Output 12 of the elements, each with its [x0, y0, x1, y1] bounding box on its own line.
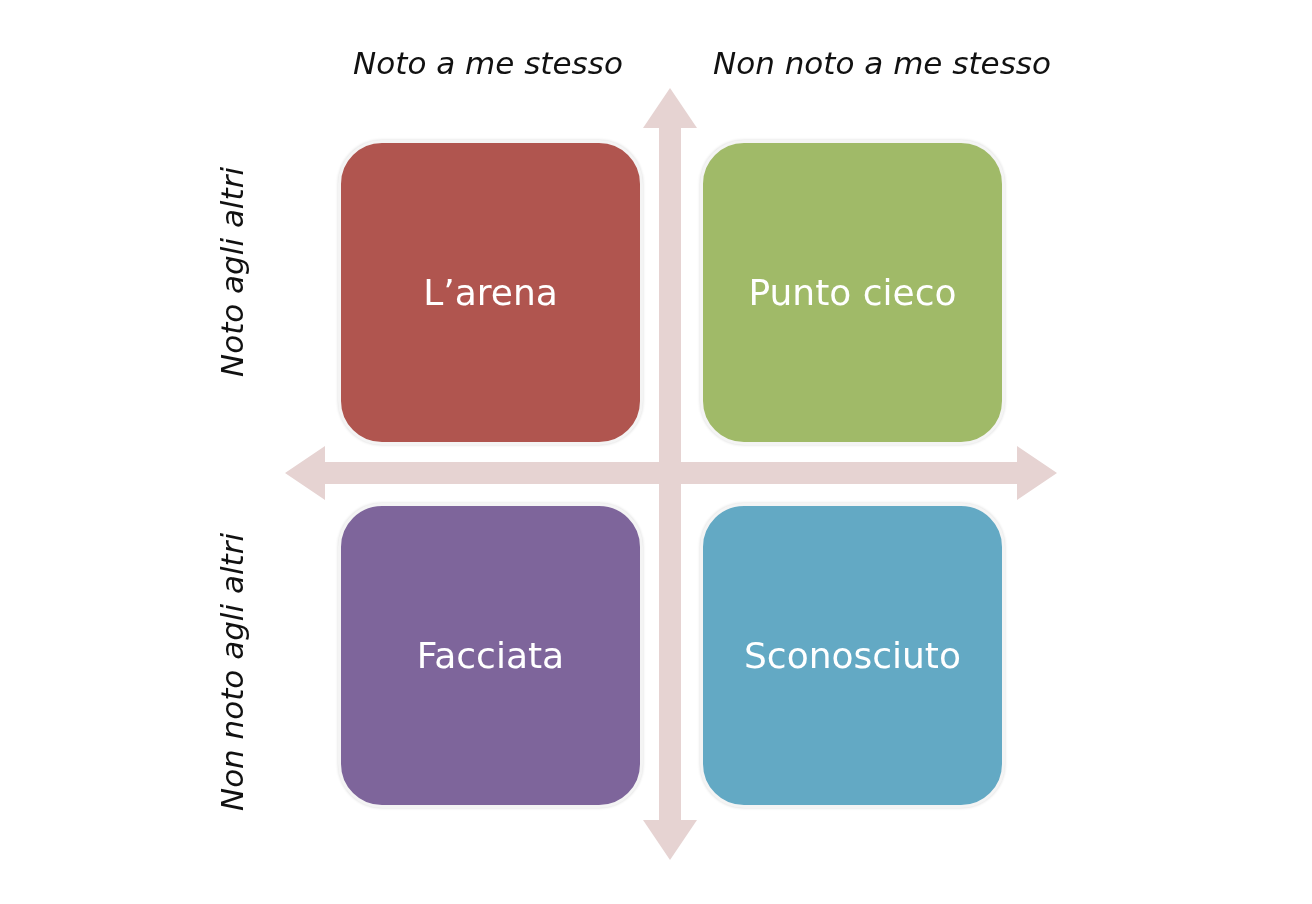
axis-label: Non noto a me stesso — [713, 45, 1051, 81]
axis-label: Noto agli altri — [214, 167, 250, 377]
quadrant-box — [700, 503, 1005, 808]
quadrant-box — [700, 140, 1005, 445]
quadrant-label: Facciata — [416, 635, 565, 676]
quadrant-label: Punto cieco — [748, 272, 957, 313]
axis-label: Noto a me stesso — [353, 45, 623, 81]
axis-label: Non noto agli altri — [214, 532, 250, 812]
quadrant-label: L’arena — [423, 272, 558, 313]
quadrant-box — [338, 140, 643, 445]
quadrant-label: Sconosciuto — [744, 635, 961, 676]
quadrant-box — [338, 503, 643, 808]
